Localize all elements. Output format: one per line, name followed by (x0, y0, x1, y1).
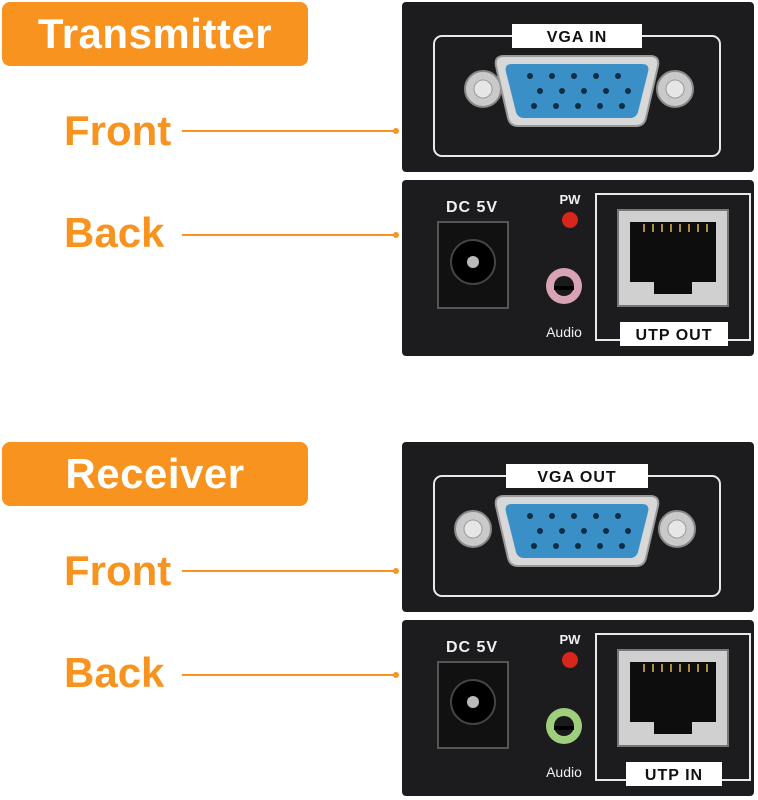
receiver-front-leader-line (182, 568, 399, 574)
receiver-audio-label: Audio (546, 764, 582, 780)
receiver-utp-in-label: UTP IN (645, 767, 703, 784)
receiver-dc-power-jack-icon (437, 661, 509, 749)
transmitter-vga-in-label: VGA IN (547, 29, 608, 46)
receiver-vga-out-label: VGA OUT (537, 469, 616, 486)
receiver-dc-label: DC 5V (446, 639, 498, 656)
transmitter-audio-label: Audio (546, 324, 582, 340)
transmitter-front-leader-line (182, 128, 399, 134)
transmitter-power-led-icon (562, 212, 578, 228)
receiver-back-panel: DC 5V PW Audio (402, 620, 754, 796)
receiver-audio-jack-icon (546, 708, 582, 744)
receiver-front-label: Front (64, 547, 172, 594)
receiver-section: Receiver Front Back VGA OUT (0, 440, 758, 800)
transmitter-back-panel: DC 5V PW Audio (402, 180, 754, 356)
receiver-device: VGA OUT DC 5V (402, 442, 754, 796)
transmitter-audio-jack-icon (546, 268, 582, 304)
transmitter-back-leader-line (182, 232, 399, 238)
transmitter-back-label: Back (64, 209, 165, 256)
receiver-back-label: Back (64, 649, 165, 696)
receiver-front-panel: VGA OUT (402, 442, 754, 612)
transmitter-rj45-port-icon (617, 209, 729, 307)
transmitter-title-badge: Transmitter (2, 2, 308, 66)
transmitter-front-panel: VGA IN (402, 2, 754, 172)
receiver-pw-label: PW (560, 632, 582, 647)
receiver-back-leader-line (182, 672, 399, 678)
receiver-vga-port-icon (454, 495, 696, 567)
transmitter-utp-out-label: UTP OUT (636, 327, 713, 344)
transmitter-front-label: Front (64, 107, 172, 154)
transmitter-section: Transmitter Front Back VGA IN (0, 0, 758, 360)
transmitter-device: VGA IN DC 5V (402, 2, 754, 356)
transmitter-pw-label: PW (560, 192, 582, 207)
receiver-title-badge: Receiver (2, 442, 308, 506)
transmitter-dc-power-jack-icon (437, 221, 509, 309)
transmitter-dc-label: DC 5V (446, 199, 498, 216)
transmitter-vga-port-icon (464, 55, 694, 127)
receiver-power-led-icon (562, 652, 578, 668)
receiver-rj45-port-icon (617, 649, 729, 747)
